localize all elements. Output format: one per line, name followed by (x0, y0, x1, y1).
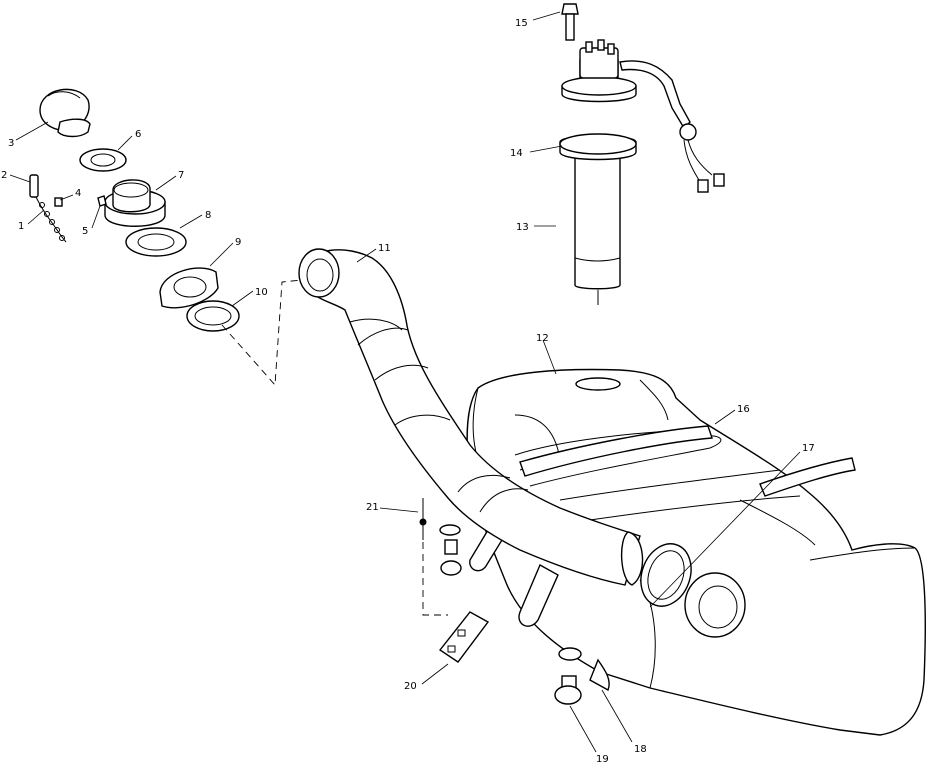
callout-18: 18 (634, 744, 647, 755)
callout-15: 15 (515, 18, 528, 29)
callout-5: 5 (82, 226, 88, 237)
callout-10: 10 (255, 287, 268, 298)
leader-lines (9, 11, 801, 753)
callout-2: 2 (1, 170, 7, 181)
callout-8: 8 (205, 210, 211, 221)
callout-labels: 1 2 3 4 5 6 7 8 9 10 11 12 13 14 15 16 1… (1, 18, 815, 762)
assembly-path-line (221, 279, 303, 387)
callout-9: 9 (235, 237, 241, 248)
callout-13: 13 (516, 222, 529, 233)
callout-19: 19 (596, 754, 609, 762)
fuel-cap-assembly (29, 88, 240, 332)
mounting-bracket (438, 611, 490, 663)
callout-11: 11 (378, 243, 391, 254)
filler-hose (298, 248, 644, 586)
callout-14: 14 (510, 148, 523, 159)
callout-3: 3 (8, 138, 14, 149)
callout-17: 17 (802, 443, 815, 454)
callout-6: 6 (135, 129, 141, 140)
callout-7: 7 (178, 170, 184, 181)
callout-1: 1 (18, 221, 24, 232)
fastener-pin (419, 498, 427, 540)
callout-4: 4 (75, 188, 81, 199)
grommet-right (554, 647, 610, 705)
callout-21: 21 (366, 502, 379, 513)
bracket-path-line (422, 530, 448, 616)
fuel-sender-unit (559, 3, 725, 305)
callout-12: 12 (536, 333, 549, 344)
callout-16: 16 (737, 404, 750, 415)
hose-clamp (640, 543, 692, 607)
grommet-left (439, 524, 462, 576)
tank-strap (519, 425, 856, 497)
callout-20: 20 (404, 681, 417, 692)
